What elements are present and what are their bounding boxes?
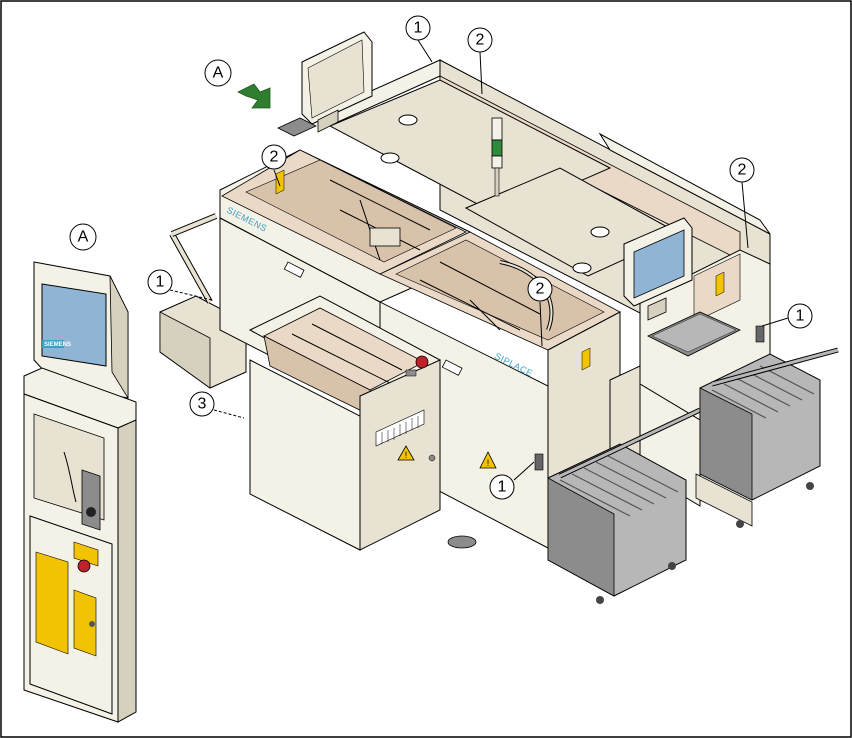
warning-sticker-left xyxy=(276,170,284,194)
callout-A-top: A xyxy=(205,60,231,86)
svg-text:3: 3 xyxy=(198,396,207,413)
main-switch xyxy=(78,560,90,572)
callout-1-bottom: 1 xyxy=(490,475,514,499)
svg-text:2: 2 xyxy=(536,281,545,298)
callout-2-center: 2 xyxy=(528,277,552,301)
svg-text:A: A xyxy=(78,229,89,246)
terminal-logo: SIEMENS xyxy=(44,342,71,348)
callout-1-left: 1 xyxy=(148,270,172,294)
callout-2-left: 2 xyxy=(262,145,286,169)
svg-text:!: ! xyxy=(405,450,408,460)
svg-text:2: 2 xyxy=(270,149,279,166)
callout-3: 3 xyxy=(190,392,214,416)
svg-text:A: A xyxy=(213,65,224,82)
callout-1-top: 1 xyxy=(406,16,430,40)
svg-text:1: 1 xyxy=(498,479,507,496)
callout-1-right: 1 xyxy=(788,304,812,328)
callout-2-right: 2 xyxy=(730,158,754,182)
machine-foot xyxy=(448,536,476,548)
warning-sticker xyxy=(36,552,68,654)
callout-A-terminal: A xyxy=(70,224,96,250)
svg-text:2: 2 xyxy=(476,32,485,49)
svg-text:1: 1 xyxy=(796,308,805,325)
operator-terminal: SIEMENS xyxy=(24,262,136,722)
callout-2-top: 2 xyxy=(468,28,492,52)
svg-text:1: 1 xyxy=(156,274,165,291)
emergency-stop-icon xyxy=(416,356,428,368)
svg-text:!: ! xyxy=(487,458,490,468)
svg-text:2: 2 xyxy=(738,162,747,179)
svg-text:1: 1 xyxy=(414,20,423,37)
